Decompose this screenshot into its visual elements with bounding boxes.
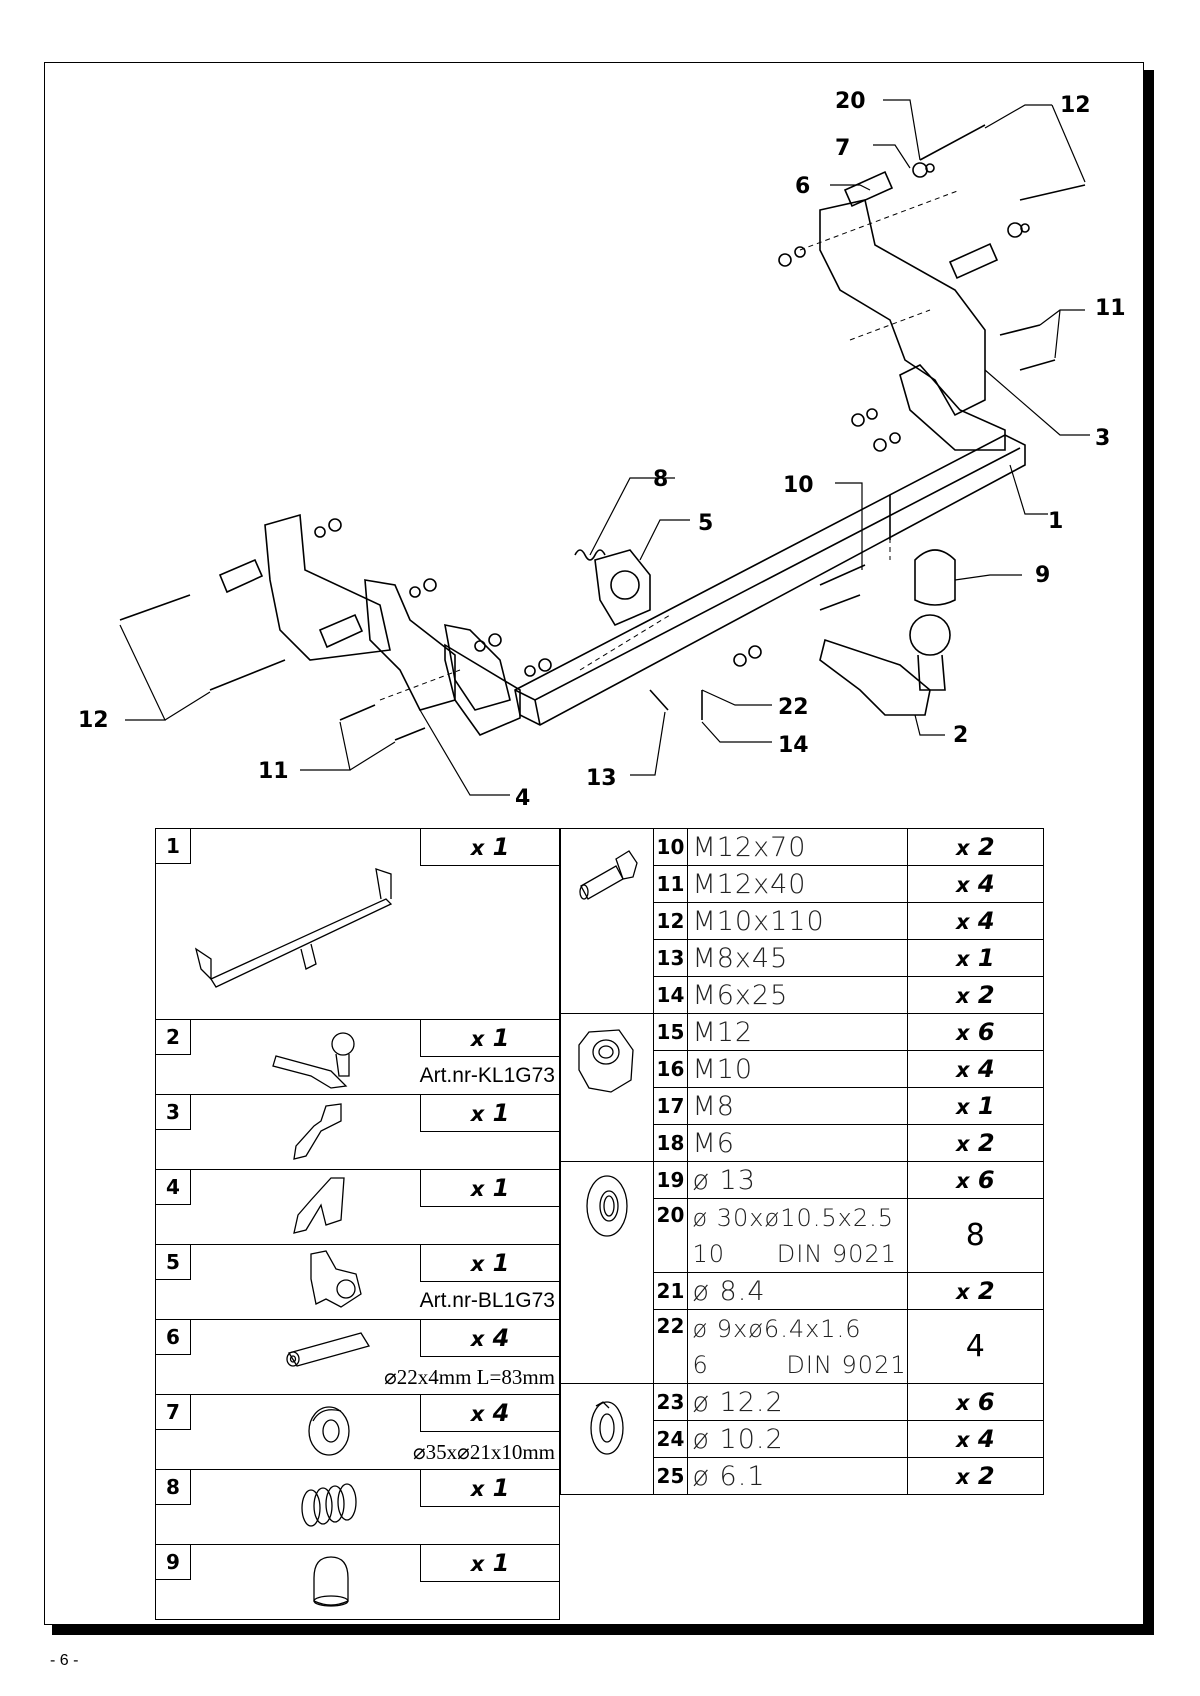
callout-12-left: 12 [78,708,109,733]
page-number: - 6 - [50,1652,79,1669]
spring-washer-icon-cell [560,1383,654,1495]
socket-plate-icon [310,1250,362,1308]
nut-icon-cell [560,1013,654,1162]
callout-9: 9 [1035,563,1050,588]
callout-11-left: 11 [258,759,289,784]
callout-14: 14 [778,733,809,758]
hex-nut-icon [578,1029,634,1093]
bracket-right-icon [293,1103,342,1160]
dimension-text: ⌀35x⌀21x10mm [413,1440,555,1464]
callout-6: 6 [795,174,810,199]
flat-washer-icon-cell [560,1161,654,1384]
part-row-5: 5 x 1 Art.nr-BL1G73 [155,1244,560,1320]
part-qty: x 2 [906,828,1045,866]
callout-1: 1 [1048,509,1063,534]
part-spec: M12x70 [687,828,908,866]
part-row-9: 9 x 1 [155,1544,560,1620]
group-qty-20: 8 [906,1198,1045,1273]
part-row-7: 7 x 4 ⌀35x⌀21x10mm [155,1394,560,1470]
flat-washer-icon [586,1175,628,1237]
callout-10: 10 [783,473,814,498]
bolt-icon-cell [560,828,654,1014]
part-row-1: 1 x 1 [155,828,560,1020]
callout-11-right: 11 [1095,296,1126,321]
callout-20: 20 [835,89,866,114]
bolt-icon [579,850,638,900]
ball-cap-icon [313,1556,349,1607]
part-row-2: 2 x 1 Art.nr-KL1G73 [155,1019,560,1095]
spring-icon [301,1483,357,1527]
dimension-text: ⌀22x4mm L=83mm [384,1365,555,1389]
article-number: Art.nr-KL1G73 [419,1064,555,1087]
callout-12-top: 12 [1060,93,1091,118]
tow-ball-icon [272,1032,355,1089]
part-row-6: 6 x 4 ⌀22x4mm L=83mm [155,1319,560,1395]
callout-3: 3 [1095,426,1110,451]
part-row-8: 8 x 1 [155,1469,560,1545]
part-number: 10 [652,828,689,866]
crossbar-icon [194,868,393,988]
bracket-left-icon [293,1177,345,1234]
parts-table-right: 10 M12x70 x 2 11 M12x40 x 4 12 M10x110 x… [560,828,1045,1495]
part-row-3: 3 x 1 [155,1094,560,1170]
parts-table-left: 1 x 1 2 x 1 Art.nr-KL1G73 3 x 1 4 x 1 5 … [155,828,560,1620]
callout-7: 7 [835,136,850,161]
callout-13: 13 [586,766,617,791]
washer-ring-icon [308,1406,350,1456]
callout-4: 4 [515,786,530,811]
part-number: 1 [156,829,191,864]
callout-22: 22 [778,695,809,720]
spring-washer-icon [590,1401,624,1455]
assembly-diagram: 20 12 7 6 11 3 8 10 5 1 9 12 11 4 13 22 … [78,89,1126,811]
callout-8: 8 [653,467,668,492]
group-qty-22: 4 [906,1309,1045,1384]
article-number: Art.nr-BL1G73 [419,1289,555,1312]
callout-2: 2 [953,723,968,748]
spacer-tube-icon [286,1332,371,1367]
part-qty: x 1 [420,829,559,866]
part-row-4: 4 x 1 [155,1169,560,1245]
callout-5: 5 [698,511,713,536]
